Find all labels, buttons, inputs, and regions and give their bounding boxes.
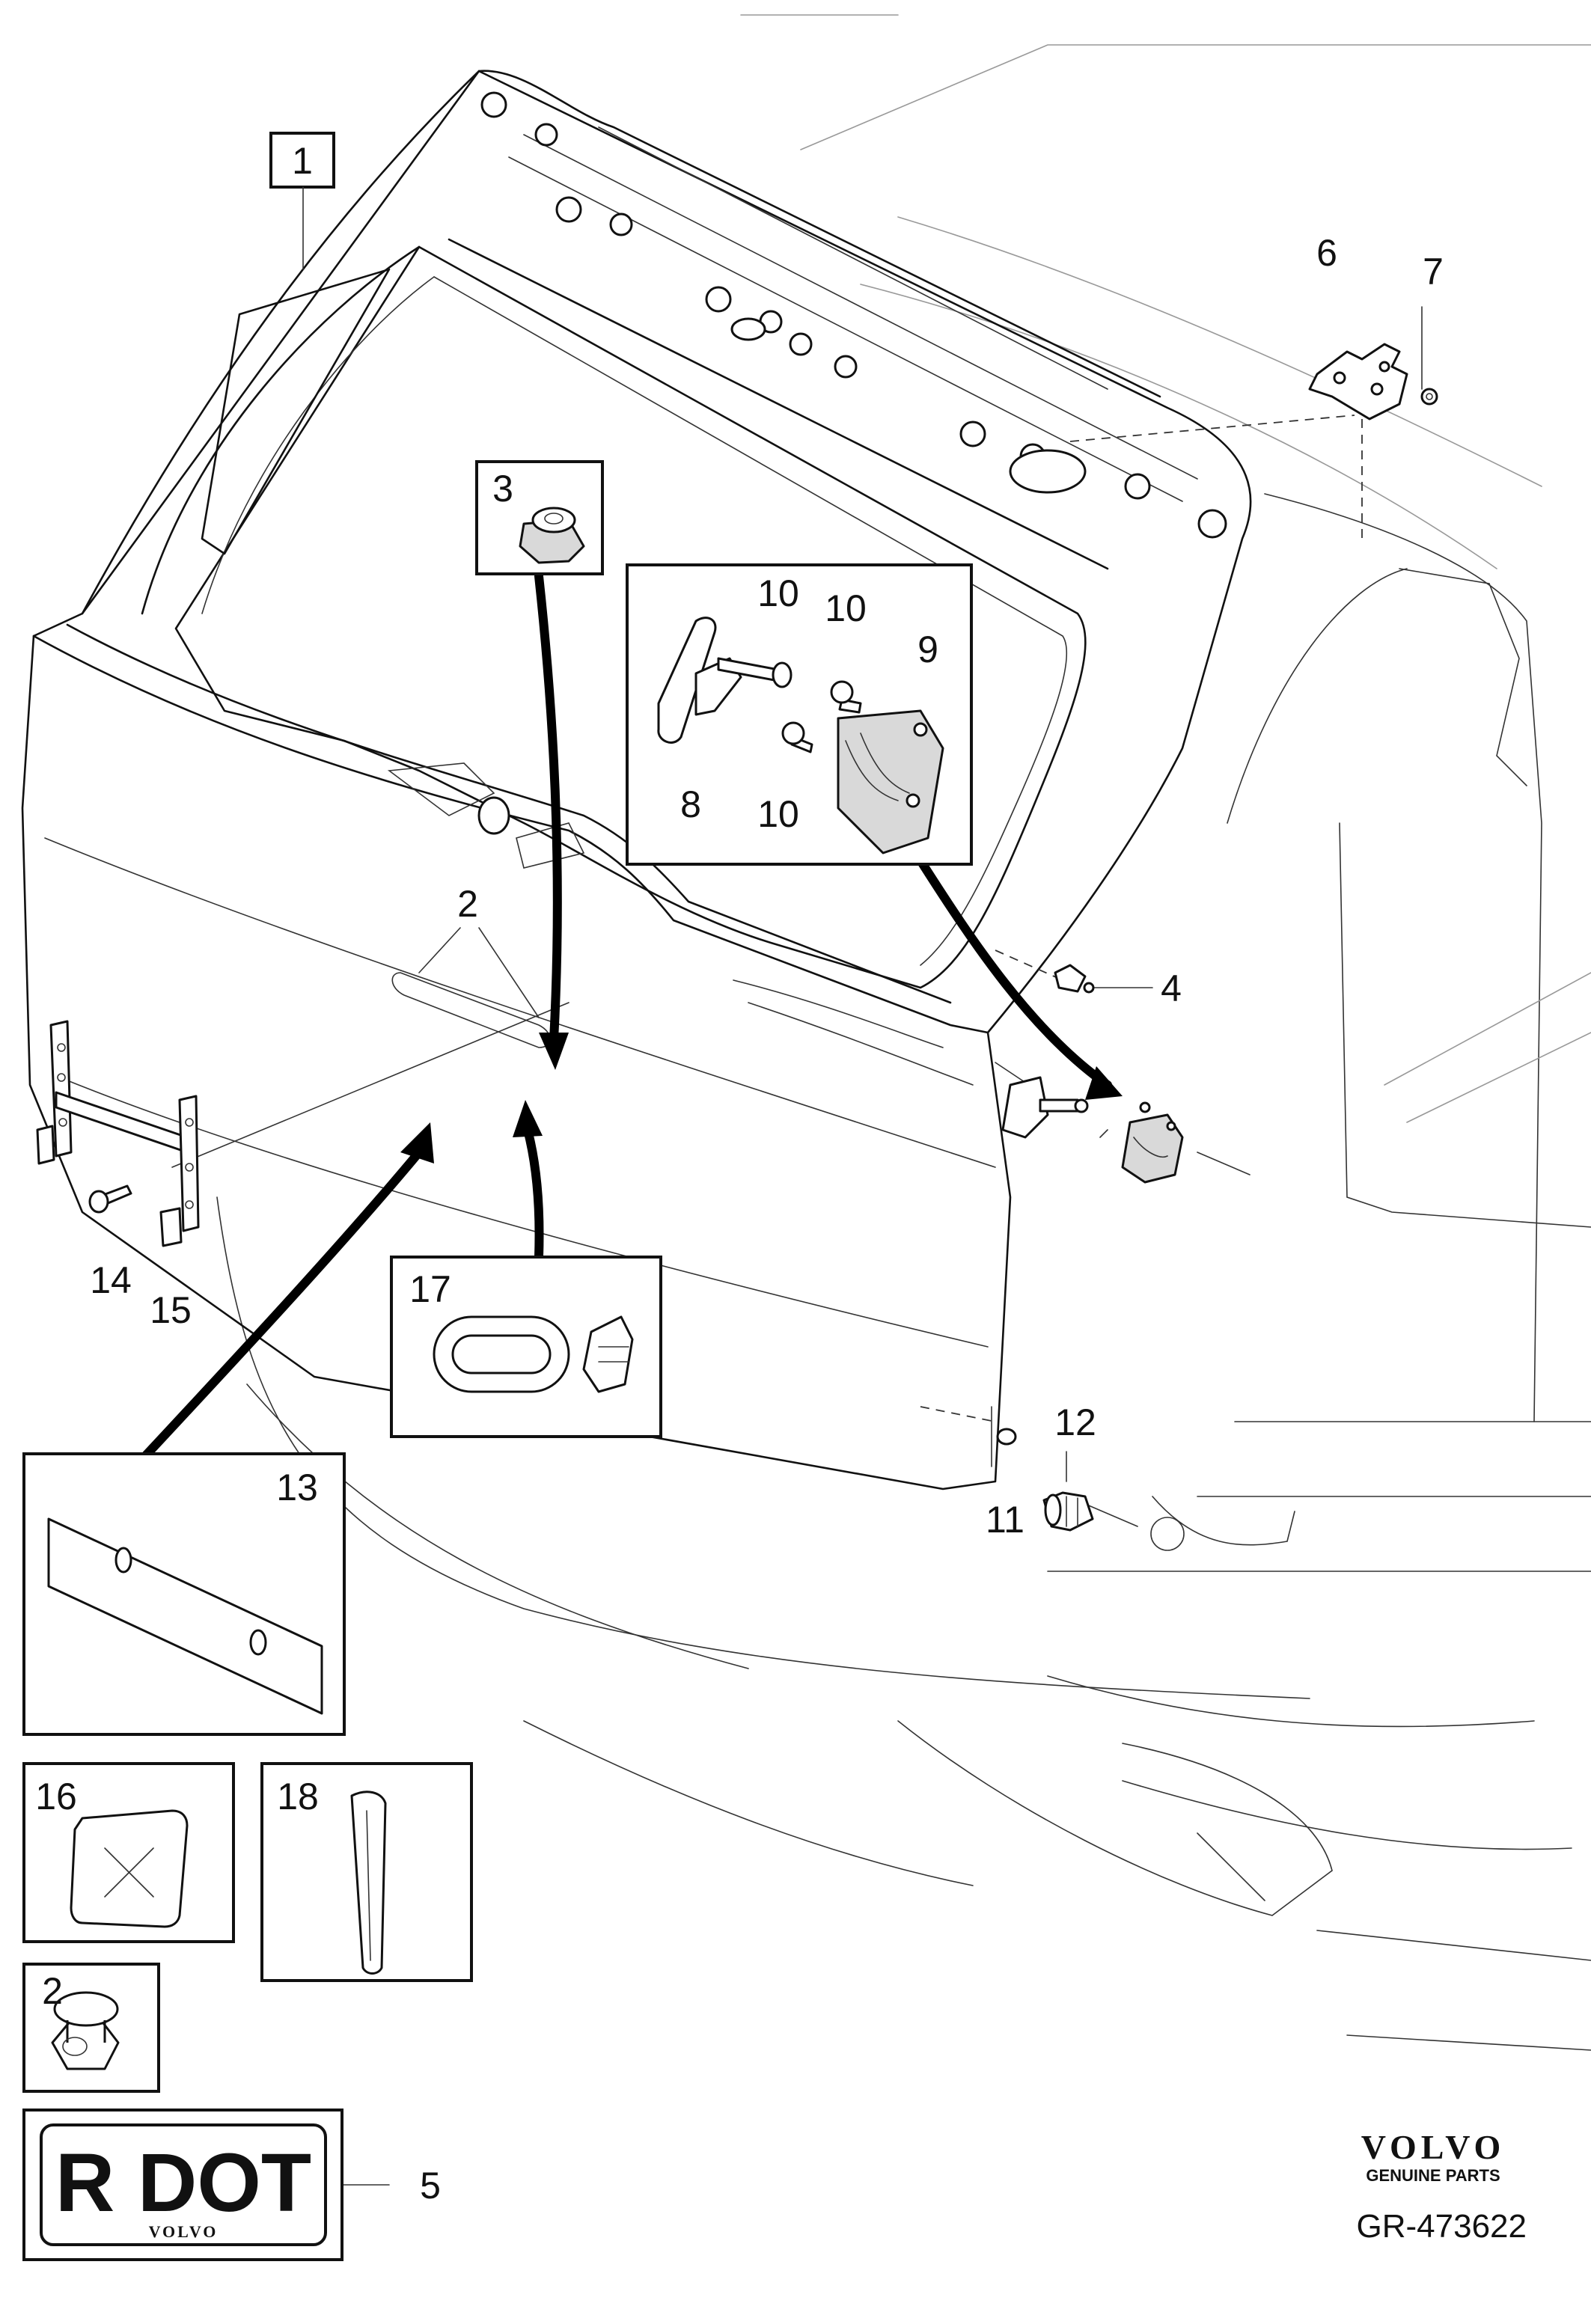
callout-16: 16 (35, 1776, 77, 1817)
callout-7: 7 (1423, 251, 1444, 293)
inset-part-5: R DOT VOLVO (22, 2109, 343, 2261)
buffer-12 (1042, 1491, 1094, 1532)
volvo-logo: VOLVO (1361, 2128, 1506, 2166)
lock-unit (1121, 1101, 1184, 1184)
callout-9: 9 (917, 629, 938, 670)
callout-arrows (141, 572, 1123, 1460)
callout-1: 1 (292, 140, 313, 182)
callout-10b: 10 (825, 587, 867, 629)
genuine-parts-tagline: GENUINE PARTS (1366, 2166, 1500, 2185)
bracket-screw-14 (88, 1184, 132, 1214)
washer-11 (996, 1428, 1017, 1446)
tailgate-studs (480, 91, 1227, 539)
inset-lock-assembly (626, 563, 973, 866)
clip-part-4 (1054, 964, 1095, 994)
inset-part-13 (22, 1452, 346, 1736)
callout-2: 2 (457, 883, 478, 925)
inset-part-18 (260, 1762, 473, 1982)
hinge-bracket (1308, 343, 1408, 421)
callout-1-box (269, 132, 335, 189)
callout-8: 8 (680, 783, 701, 825)
striker-bracket (1001, 1076, 1089, 1139)
callout-18: 18 (277, 1776, 319, 1817)
rdot-plate-subtext: VOLVO (149, 2222, 219, 2241)
callout-12: 12 (1054, 1401, 1096, 1443)
car-body-outline (216, 14, 1591, 2051)
callout-3: 3 (492, 468, 513, 510)
hinge-screw (1420, 388, 1438, 406)
diagram-reference: GR-473622 (1357, 2208, 1527, 2245)
callout-6: 6 (1316, 232, 1337, 274)
inset-part-3 (475, 460, 604, 575)
callout-5: 5 (420, 2165, 441, 2207)
callout-10c: 10 (757, 793, 799, 835)
callout-labels: 1 2 3 4 5 6 7 8 9 10 10 10 11 12 13 14 1… (35, 140, 1444, 2207)
callout-15: 15 (150, 1289, 192, 1331)
rdot-plate-text: R DOT (55, 2137, 311, 2229)
callout-13: 13 (276, 1467, 318, 1508)
inset-part-17 (390, 1256, 662, 1438)
number-plate-bracket (36, 1020, 200, 1247)
callout-4: 4 (1161, 967, 1182, 1009)
inset-part-16 (22, 1762, 235, 1943)
volvo-branding: VOLVO GENUINE PARTS GR-473622 (1357, 2128, 1527, 2245)
inset-part-2 (22, 1963, 160, 2093)
callout-14: 14 (90, 1259, 132, 1301)
callout-11: 11 (986, 1499, 1024, 1541)
callout-17: 17 (409, 1268, 451, 1310)
callout-10a: 10 (757, 572, 799, 614)
callout-2-inset: 2 (42, 1970, 63, 2012)
